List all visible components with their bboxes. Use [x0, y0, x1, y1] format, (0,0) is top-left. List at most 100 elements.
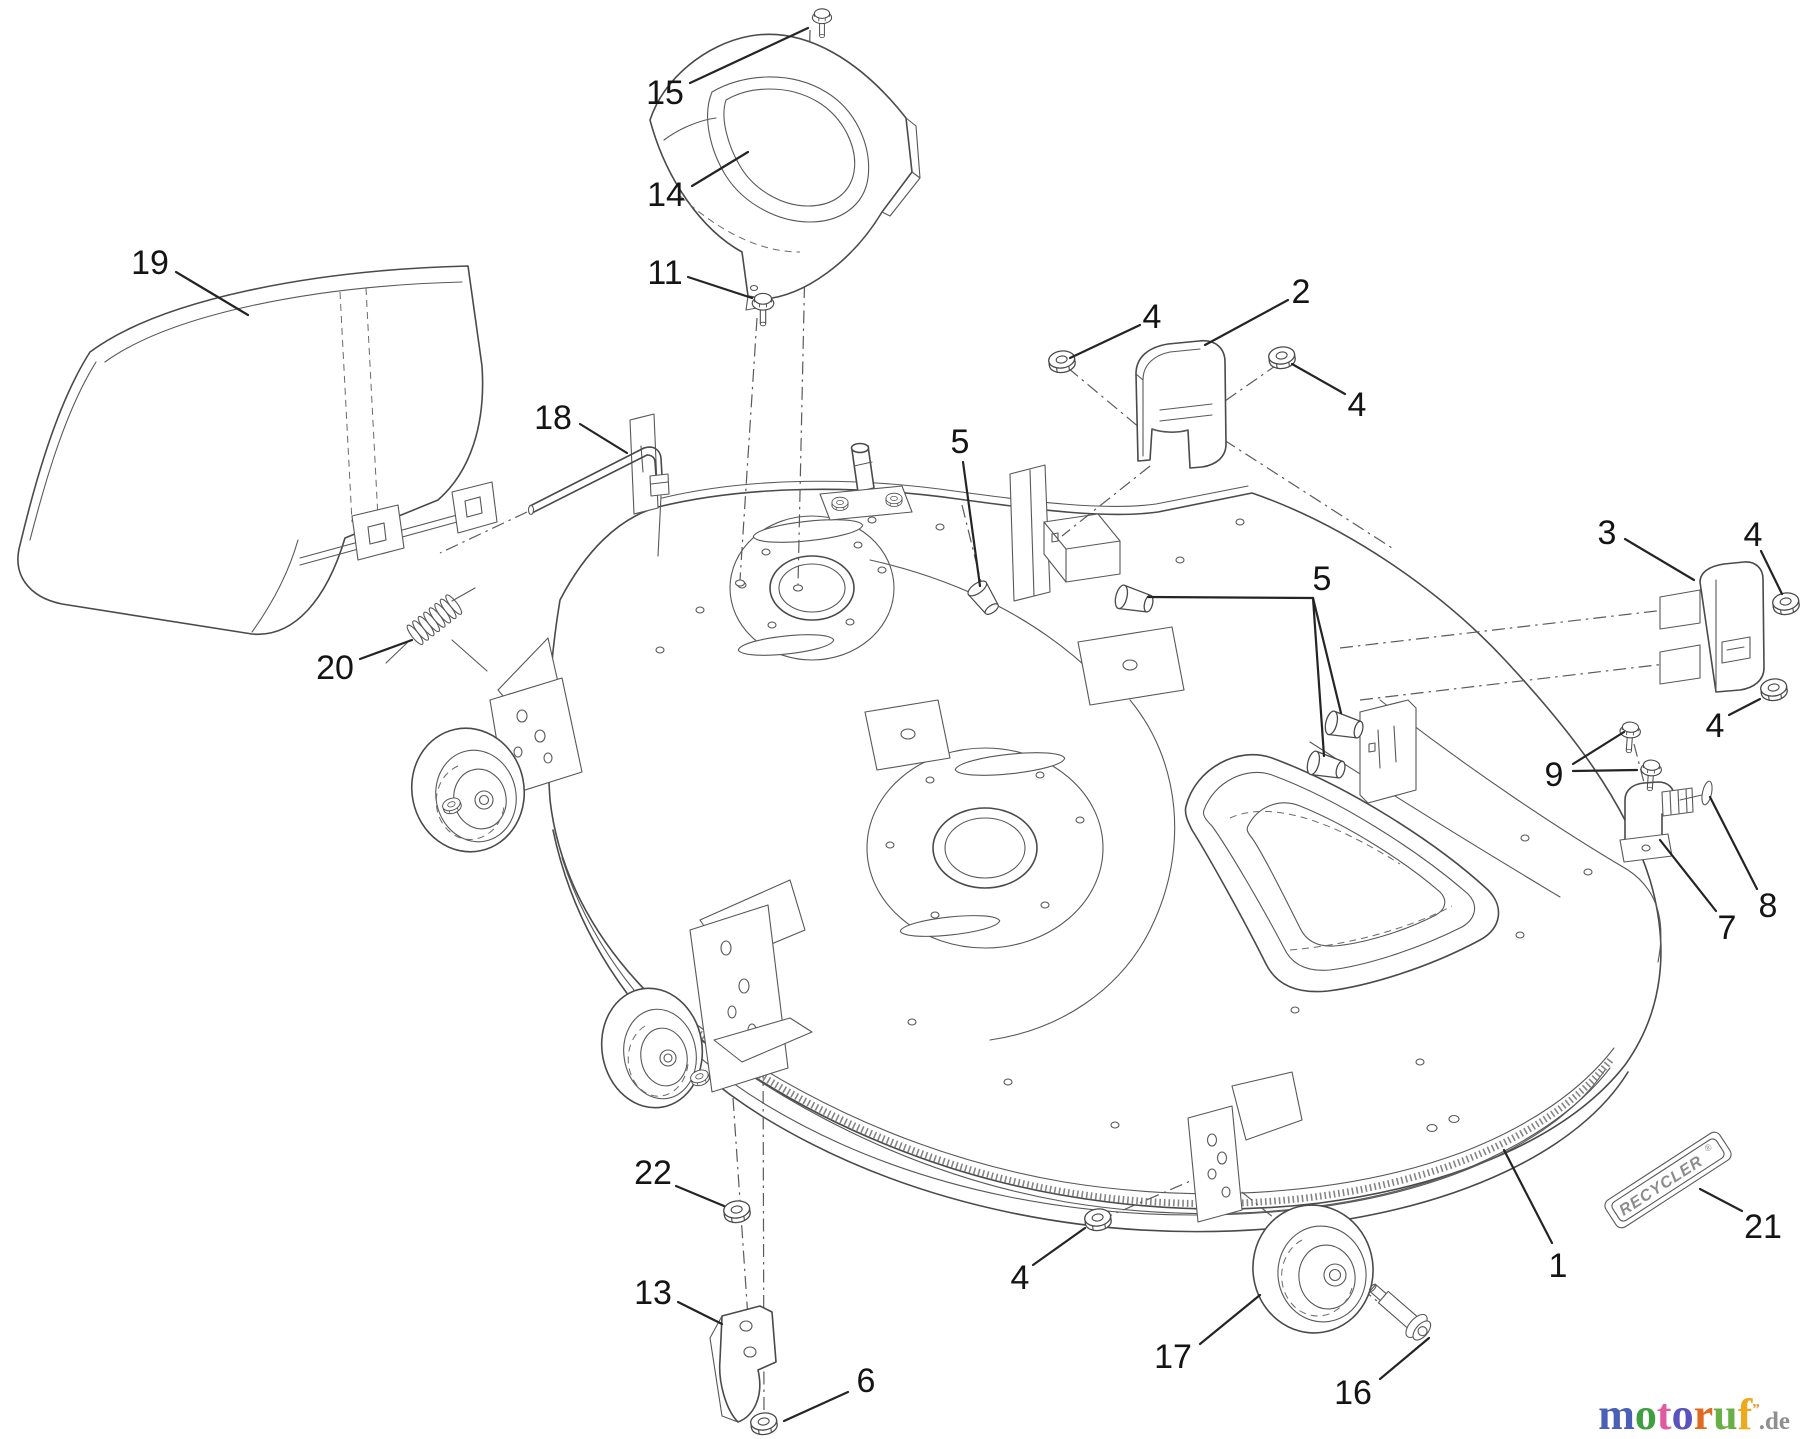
- rear-wall: [1009, 464, 1051, 602]
- skid-bracket: [709, 1305, 777, 1423]
- clip-bracket-2: [1135, 339, 1227, 469]
- callout-leader-14-1: [690, 150, 750, 188]
- callout-leader-16-24: [1378, 1336, 1431, 1381]
- callout-leader-9-14: [1571, 730, 1626, 766]
- callout-leader-4-22: [1031, 1226, 1087, 1267]
- recycler-badge: RECYCLER ®: [1604, 1131, 1732, 1229]
- callout-number-9-14: 9: [1545, 756, 1564, 794]
- callout-number-4-8: 4: [1143, 298, 1162, 336]
- callout-leader-4-8: [1068, 323, 1142, 360]
- callout-leader-6-21: [782, 1390, 850, 1423]
- shoulder-bolt: [1368, 1283, 1432, 1341]
- callout-leader-5-10: [1311, 596, 1343, 715]
- callout-number-16-24: 16: [1334, 1374, 1372, 1412]
- callout-leader-15-0: [688, 26, 810, 85]
- callout-number-11-2: 11: [647, 254, 682, 292]
- mower-deck-housing: [547, 413, 1662, 1233]
- callout-leader-4-12: [1759, 549, 1784, 596]
- callout-leader-18-4: [578, 422, 629, 455]
- callout-leader-7-15: [1658, 838, 1718, 913]
- washout-fitting: [1619, 781, 1694, 863]
- deck-vent-tube: [819, 442, 913, 521]
- callout-number-21-18: 21: [1744, 1208, 1782, 1246]
- callout-number-3-11: 3: [1598, 514, 1617, 552]
- logo-letter: o: [1671, 1390, 1694, 1439]
- carriage-bolt: [751, 292, 775, 327]
- bracket-mount-channel: [1359, 699, 1417, 804]
- callout-leader-5-6: [961, 460, 982, 588]
- callout-leader-2-7: [1203, 298, 1290, 347]
- callout-number-1-17: 1: [1549, 1247, 1568, 1285]
- gauge-wheel-front: [600, 879, 813, 1109]
- callout-number-4-13: 4: [1706, 707, 1725, 745]
- nut-22: [721, 1198, 752, 1225]
- torsion-spring: [385, 587, 488, 672]
- callout-number-5-10: 5: [1313, 560, 1332, 598]
- nut-4-e: [1082, 1206, 1113, 1233]
- corner-strip: [629, 413, 659, 515]
- callout-number-4-12: 4: [1744, 516, 1763, 554]
- callout-leader-4-9: [1290, 362, 1347, 396]
- nut-4-c: [1770, 590, 1800, 617]
- belt-cover: [649, 33, 921, 311]
- callout-leader-20-5: [358, 638, 414, 661]
- callout-number-5-6: 5: [951, 423, 970, 461]
- callout-leader-8-16: [1708, 795, 1759, 891]
- discharge-chute: [17, 265, 498, 635]
- callout-number-13-20: 13: [634, 1274, 672, 1312]
- callout-number-20-5: 20: [316, 649, 354, 687]
- callout-number-4-9: 4: [1348, 386, 1367, 424]
- logo-letter: u: [1713, 1390, 1738, 1439]
- callout-number-18-4: 18: [534, 399, 572, 437]
- gauge-wheel-rear: [410, 637, 583, 853]
- callout-number-7-15: 7: [1718, 909, 1737, 947]
- logo-letter: f: [1737, 1390, 1753, 1439]
- callout-number-15-0: 15: [646, 74, 684, 112]
- callout-leader-5-10: [1311, 596, 1326, 758]
- discharge-cover: [1184, 753, 1500, 993]
- cover-screw: [811, 8, 833, 39]
- caster-bracket: [1187, 1071, 1303, 1223]
- clip-bracket-3: [1659, 561, 1765, 693]
- callout-number-22-19: 22: [634, 1154, 672, 1192]
- logo-domain-suffix: .de: [1758, 1408, 1790, 1435]
- lift-rod: [527, 446, 670, 557]
- nut-4-b: [1266, 344, 1297, 371]
- badge-registered-mark: ®: [1703, 1142, 1714, 1154]
- callout-leader-5-10: [1146, 595, 1315, 600]
- callout-leader-22-19: [674, 1184, 726, 1208]
- bracket-mount-box: [1043, 513, 1121, 583]
- callout-number-19-3: 19: [131, 244, 169, 282]
- motoruf-watermark: motoruf”.de: [1598, 1393, 1790, 1437]
- anti-scalp-wheel: [1252, 1204, 1374, 1334]
- callout-layer: 15 14 11 19 18 20 5 2 4 4 5 3 4 4 9 78 1 21 22 13 6 4 17 16: [131, 26, 1784, 1423]
- callout-number-4-22: 4: [1011, 1259, 1030, 1297]
- washout-bolt-a: [1617, 720, 1642, 754]
- spindle-boss-upper: [729, 515, 895, 661]
- callout-number-6-21: 6: [857, 1362, 876, 1400]
- callout-leader-13-20: [676, 1300, 724, 1326]
- callout-number-14-1: 14: [647, 176, 685, 214]
- washout-pin: [1679, 780, 1713, 806]
- spindle-boss-lower: [866, 747, 1104, 949]
- callout-number-8-16: 8: [1759, 887, 1778, 925]
- callout-leader-3-11: [1623, 537, 1696, 582]
- callout-leader-1-17: [1502, 1148, 1554, 1245]
- logo-letter: r: [1693, 1390, 1714, 1439]
- callout-leader-9-14: [1571, 768, 1639, 773]
- callout-leader-21-18: [1698, 1187, 1744, 1213]
- callout-leader-4-13: [1727, 697, 1762, 717]
- callout-leader-11-2: [686, 275, 754, 300]
- callout-leader-17-23: [1198, 1293, 1262, 1346]
- motoruf-logo-text: motoruf: [1598, 1390, 1752, 1439]
- logo-accent-mark: ”: [1752, 1401, 1759, 1418]
- callout-number-17-23: 17: [1154, 1338, 1192, 1376]
- logo-letter: o: [1634, 1390, 1657, 1439]
- logo-letter: m: [1598, 1390, 1635, 1439]
- nut-6: [748, 1410, 779, 1437]
- deck-top-outline: [547, 488, 1662, 1210]
- callout-number-2-7: 2: [1292, 273, 1311, 311]
- nut-4-d: [1758, 676, 1789, 703]
